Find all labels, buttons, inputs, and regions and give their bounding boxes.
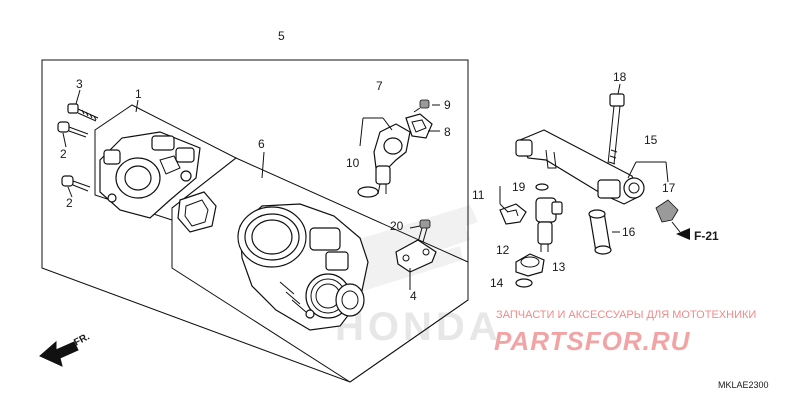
- clip-part-17: [655, 199, 679, 223]
- callout-9: 9: [444, 98, 451, 112]
- bolt-part-3: [67, 103, 99, 122]
- o-ring-part-14: [515, 278, 533, 288]
- assembly-frame-1: [94, 104, 237, 221]
- diagram-code: MKLAE2300: [718, 380, 769, 390]
- callout-10: 10: [346, 156, 360, 170]
- callout-7: 7: [376, 79, 383, 93]
- callout-12: 12: [496, 243, 510, 257]
- fuel-rail-part-15: [515, 129, 645, 205]
- screw-part-2-lower: [61, 175, 91, 192]
- collar-part-16: [588, 209, 612, 255]
- callout-2-lower: 2: [66, 196, 73, 210]
- reference-arrow: [676, 228, 690, 240]
- callout-19: 19: [512, 180, 526, 194]
- o-ring-part-19: [535, 183, 549, 191]
- front-direction-label: FR.: [72, 331, 92, 348]
- callout-2-upper: 2: [60, 147, 67, 161]
- callout-11: 11: [472, 188, 485, 202]
- watermark-tagline: ЗАПЧАСТИ И АКСЕССУАРЫ ДЛЯ МОТОТЕХНИКИ: [496, 309, 756, 321]
- callout-13: 13: [552, 260, 566, 274]
- sensor-part-7: [373, 123, 411, 195]
- clip-part-11: [499, 203, 527, 225]
- o-ring-part-10: [357, 186, 379, 198]
- seal-part-13: [515, 253, 545, 277]
- callout-14: 14: [490, 276, 504, 290]
- callout-6: 6: [258, 137, 265, 151]
- screw-part-9: [413, 99, 430, 113]
- honda-brand-watermark: HONDA: [335, 305, 502, 349]
- watermark-site: PARTSFOR.RU: [494, 326, 691, 356]
- front-direction-arrow-icon: [39, 340, 79, 367]
- reference-f21: F-21: [694, 229, 719, 243]
- callout-8: 8: [444, 125, 451, 139]
- throttle-housing-part-1: [99, 131, 201, 219]
- screw-part-2-upper: [57, 121, 89, 138]
- bracket-part-4: [395, 239, 437, 273]
- callout-3: 3: [76, 77, 83, 91]
- callout-1: 1: [135, 87, 142, 101]
- callout-16: 16: [622, 225, 636, 239]
- throttle-body-part-6: [237, 203, 369, 331]
- callout-18: 18: [613, 70, 627, 84]
- bolt-part-18: [607, 93, 625, 165]
- callout-15: 15: [644, 133, 658, 147]
- gasket-part: [177, 191, 217, 233]
- callout-4: 4: [410, 289, 417, 303]
- bolt-part-20: [417, 219, 431, 243]
- callout-20: 20: [390, 219, 404, 233]
- injector-part-12: [535, 197, 563, 252]
- callout-5: 5: [278, 29, 285, 43]
- callout-17: 17: [662, 181, 676, 195]
